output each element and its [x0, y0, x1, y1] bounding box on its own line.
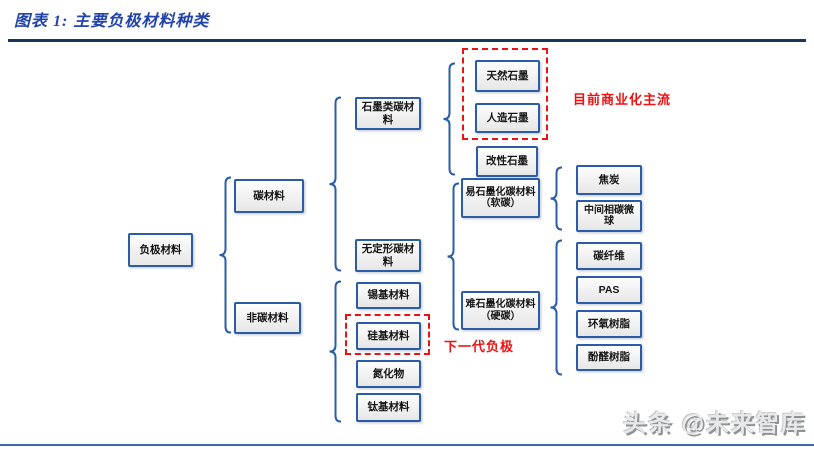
- node-natural-graphite: 天然石墨: [475, 60, 540, 92]
- node-amorphous-carbon: 无定形碳材料: [355, 239, 421, 272]
- node-tin-based: 锡基材料: [356, 282, 421, 309]
- node-carbon-materials: 碳材料: [234, 179, 304, 213]
- node-phenolic-resin: 酚醛树脂: [576, 344, 642, 371]
- node-silicon-based: 硅基材料: [356, 322, 421, 350]
- brace-soft-carbon-children: [549, 166, 563, 236]
- node-artificial-graphite: 人造石墨: [475, 103, 540, 133]
- brace-amorphous-children: [446, 182, 460, 336]
- highlight-next-gen-box: [345, 314, 430, 355]
- annotation-next-gen: 下一代负极: [444, 339, 515, 354]
- node-non-carbon-materials: 非碳材料: [234, 302, 301, 334]
- title-rule: [8, 39, 806, 42]
- annotation-commercial-mainstream: 目前商业化主流: [573, 92, 672, 107]
- brace-carbon-children: [328, 96, 342, 277]
- node-pas: PAS: [576, 276, 642, 304]
- node-coke: 焦炭: [576, 165, 642, 195]
- bottom-rule: [0, 444, 814, 446]
- node-carbon-fiber: 碳纤维: [576, 242, 642, 270]
- node-hard-carbon: 难石墨化碳材料（硬碳）: [461, 291, 540, 330]
- node-anode-materials: 负极材料: [128, 233, 193, 267]
- brace-hard-carbon-children: [549, 239, 563, 381]
- brace-noncarbon-children: [328, 280, 342, 428]
- node-epoxy-resin: 环氧树脂: [576, 310, 642, 338]
- node-mesocarbon-microbeads: 中间相碳微球: [576, 200, 642, 232]
- node-nitride: 氮化物: [356, 360, 421, 388]
- brace-root-children: [218, 176, 232, 339]
- node-modified-graphite: 改性石墨: [476, 146, 538, 177]
- watermark-toutiao: 头条 @未来智库: [623, 410, 806, 436]
- node-titanium-based: 钛基材料: [356, 393, 421, 422]
- brace-graphite-children: [442, 62, 456, 181]
- node-graphite-carbon: 石墨类碳材料: [355, 97, 421, 130]
- highlight-commercial-mainstream-box: [462, 48, 548, 140]
- node-soft-carbon: 易石墨化碳材料（软碳）: [461, 178, 540, 218]
- figure-title: 图表 1: 主要负极材料种类: [14, 13, 210, 30]
